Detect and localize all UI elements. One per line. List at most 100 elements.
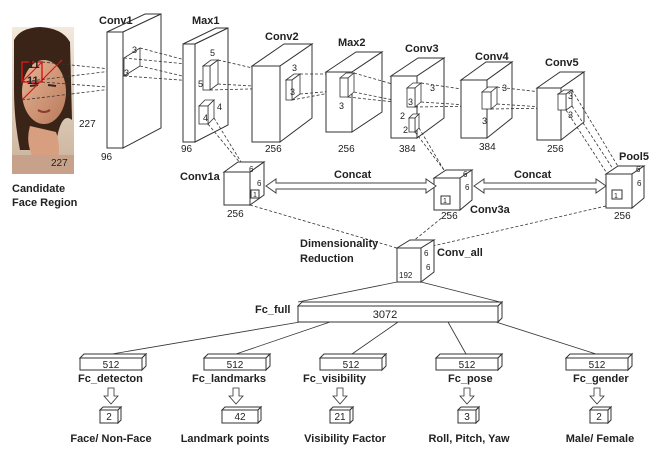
conv-all-label: Conv_all: [437, 247, 483, 259]
conv1a-width: 6: [257, 179, 262, 188]
conv-all-block: [395, 239, 436, 284]
conv4-block: [459, 61, 514, 140]
pool5-label: Pool5: [619, 151, 649, 163]
head-gender-arrow: [589, 387, 605, 405]
conv1-block: [106, 13, 162, 149]
head-pose-out: 3: [464, 412, 470, 423]
head-gender-out: 2: [596, 412, 602, 423]
conv3-kernel-a: 3: [430, 83, 435, 93]
input-width-label: 227: [51, 158, 68, 169]
head-detection-arrow: [103, 387, 119, 405]
input-height-label: 227: [79, 119, 96, 130]
conv2-block: [250, 43, 314, 143]
head-visibility-name: Fc_visibility: [303, 373, 367, 385]
head-pose-arrow: [459, 387, 475, 405]
head-landmarks-arrow: [228, 387, 244, 405]
max1-kernel-c: 4: [217, 102, 222, 112]
conv4-kernel-a: 3: [502, 83, 507, 93]
conv5-block: [535, 71, 586, 142]
conv1a-block: [222, 161, 266, 206]
head-detection: 512 Fc_detecton 2 Face/ Non-Face: [70, 352, 152, 445]
pool5-width: 6: [637, 179, 642, 188]
max2-depth: 256: [338, 144, 355, 155]
concat-arrow-right: [473, 178, 607, 194]
dim-reduction-line1: Dimensionality: [300, 238, 379, 250]
head-landmarks-name: Fc_landmarks: [192, 373, 266, 385]
conv-all-height: 6: [424, 249, 429, 258]
concat-right-label: Concat: [514, 169, 552, 181]
max2-block: [324, 51, 384, 133]
conv1-depth: 96: [101, 152, 113, 163]
conv5-depth: 256: [547, 144, 564, 155]
conv5-label: Conv5: [545, 57, 579, 69]
conv3a-depth: 256: [441, 211, 458, 222]
pool5-block: [604, 165, 646, 210]
fc-full-block: [296, 300, 504, 324]
head-visibility-label: Visibility Factor: [304, 433, 386, 445]
conv4-kernel-b: 3: [482, 116, 487, 126]
head-gender-name: Fc_gender: [573, 373, 629, 385]
max1-label: Max1: [192, 15, 220, 27]
conv4-label: Conv4: [475, 51, 510, 63]
head-pose-size: 512: [459, 360, 476, 371]
dim-reduction-line2: Reduction: [300, 253, 354, 265]
head-pose: 512 Fc_pose 3 Roll, Pitch, Yaw: [428, 352, 510, 445]
conv1a-height: 6: [249, 165, 254, 174]
conv3-depth: 384: [399, 144, 416, 155]
conv1a-depth: 256: [227, 209, 244, 220]
head-detection-name: Fc_detecton: [78, 373, 143, 385]
head-detection-out: 2: [106, 412, 112, 423]
head-landmarks-out: 42: [234, 412, 246, 423]
conv5-kernel-b: 3: [568, 110, 573, 120]
conv3-kernel-c: 2: [400, 111, 405, 121]
kernel-highlight-box: [21, 61, 43, 83]
head-visibility-arrow: [332, 387, 348, 405]
conv5-kernel-a: 3: [568, 91, 573, 101]
head-landmarks-size: 512: [227, 360, 244, 371]
concat-arrow-left: [265, 178, 437, 194]
pool5-height: 6: [636, 165, 641, 174]
max1-kernel-b: 5: [198, 79, 203, 89]
conv1-label: Conv1: [99, 15, 133, 27]
head-gender: 512 Fc_gender 2 Male/ Female: [564, 352, 634, 445]
max1-depth: 96: [181, 144, 193, 155]
conv2-label: Conv2: [265, 31, 299, 43]
conv3-kernel-d: 2: [403, 125, 408, 135]
conv2-kernel-b: 3: [290, 87, 295, 97]
fc-full-fan-out: [111, 321, 597, 355]
conv2-depth: 256: [265, 144, 282, 155]
head-pose-name: Fc_pose: [448, 373, 493, 385]
input-kernel-width: 11: [28, 59, 40, 71]
head-landmarks-label: Landmark points: [181, 433, 270, 445]
conv3a-block: [432, 169, 474, 212]
head-visibility: 512 Fc_visibility 21 Visibility Factor: [303, 352, 388, 445]
head-landmarks: 512 Fc_landmarks 42 Landmark points: [181, 352, 272, 445]
conv1a-label: Conv1a: [180, 171, 221, 183]
conv3-kernel-b: 3: [408, 97, 413, 107]
max1-kernel-a: 5: [210, 48, 215, 58]
concat-left-label: Concat: [334, 169, 372, 181]
conv4-depth: 384: [479, 142, 496, 153]
candidate-face-image: [12, 27, 74, 174]
max1-kernel-d: 4: [203, 113, 208, 123]
conv1-kernel-b: 3: [124, 68, 129, 78]
input-caption-line2: Face Region: [12, 197, 78, 209]
head-detection-size: 512: [103, 360, 120, 371]
head-visibility-size: 512: [343, 360, 360, 371]
head-gender-label: Male/ Female: [566, 433, 634, 445]
head-visibility-out: 21: [334, 412, 346, 423]
conv3-label: Conv3: [405, 43, 439, 55]
fc-full-label: Fc_full: [255, 304, 290, 316]
conv3a-inner: 1: [443, 198, 447, 205]
max2-kernel-a: 3: [339, 101, 344, 111]
fc-full-fan-in: [297, 281, 501, 303]
head-pose-label: Roll, Pitch, Yaw: [428, 433, 510, 445]
head-gender-size: 512: [589, 360, 606, 371]
conv3a-label: Conv3a: [470, 204, 511, 216]
max2-label: Max2: [338, 37, 366, 49]
head-detection-label: Face/ Non-Face: [70, 433, 151, 445]
conv2-kernel-a: 3: [292, 63, 297, 73]
conv1-kernel-a: 3: [132, 45, 137, 55]
conv-all-width: 6: [426, 263, 431, 272]
